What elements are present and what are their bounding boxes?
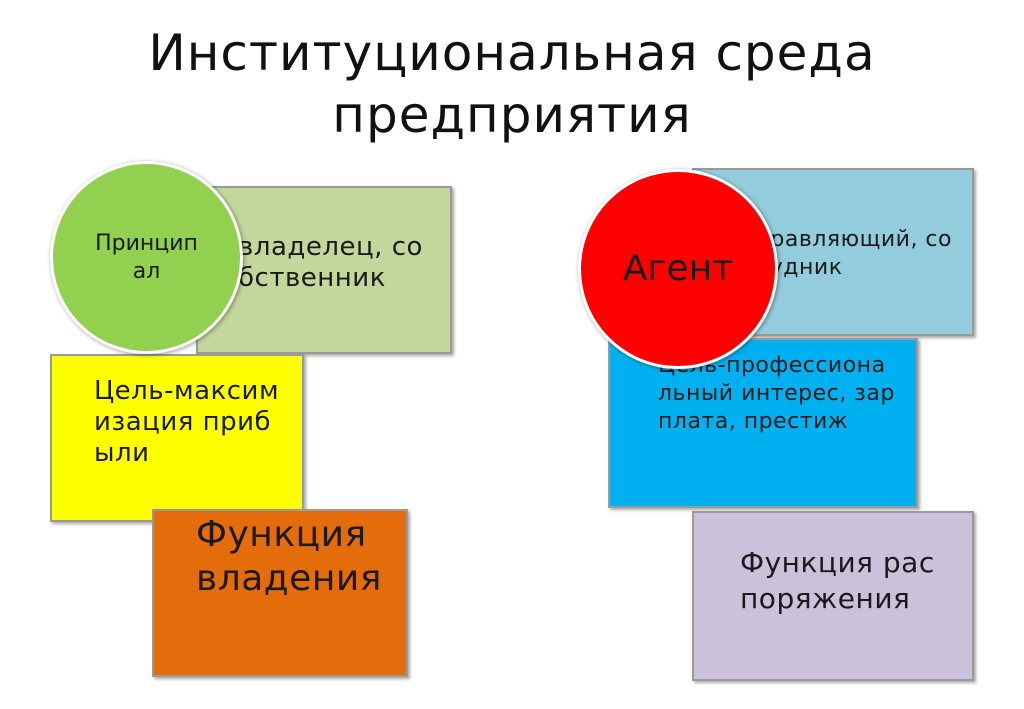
principal-circle-label: Принцип ал bbox=[95, 230, 198, 284]
principal-role-text: владелец, собственник bbox=[238, 232, 423, 293]
title-line-1: Институциональная среда bbox=[148, 24, 876, 82]
principal-goal-box: Цель-максимизация прибыли bbox=[50, 354, 304, 522]
title-line-2: предприятия bbox=[332, 86, 692, 144]
agent-function-box: Функция распоряжения bbox=[692, 511, 974, 681]
agent-circle-label: Агент bbox=[622, 248, 734, 289]
principal-function-text: Функция владения bbox=[196, 514, 382, 599]
principal-goal-text: Цель-максимизация прибыли bbox=[94, 376, 280, 468]
principal-circle: Принцип ал bbox=[50, 161, 243, 354]
page-title: Институциональная среда предприятия bbox=[0, 22, 1024, 146]
agent-function-text: Функция распоряжения bbox=[740, 546, 935, 615]
agent-goal-text: Цель-профессиональный интерес, зарплата,… bbox=[658, 353, 895, 434]
agent-circle: Агент bbox=[578, 169, 778, 369]
principal-function-box: Функция владения bbox=[152, 509, 408, 677]
agent-goal-box: Цель-профессиональный интерес, зарплата,… bbox=[608, 338, 918, 508]
